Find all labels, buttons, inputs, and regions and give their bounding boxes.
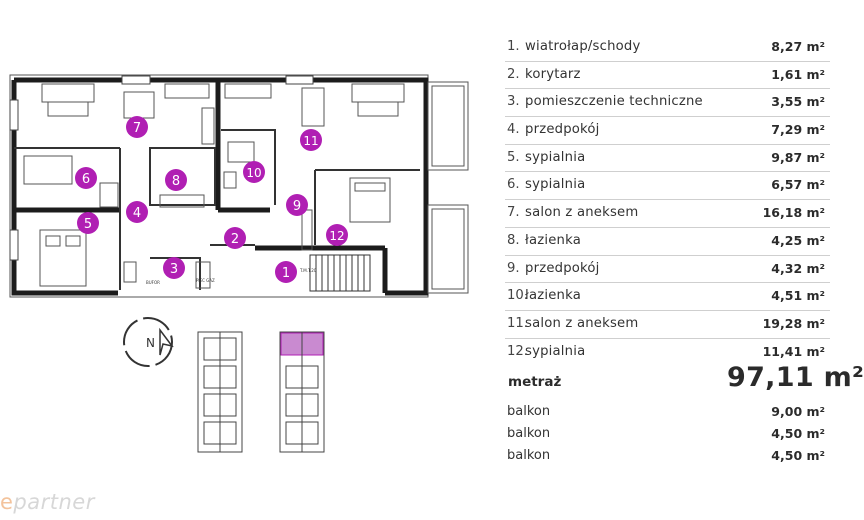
room-row: 6. sypialnia 6,57 m² — [505, 172, 830, 201]
room-area: 1,61 m² — [771, 66, 825, 82]
room-area: 9,87 m² — [771, 149, 825, 165]
room-num: 1. — [507, 39, 520, 54]
total-area-label: metraż — [508, 374, 562, 390]
room-marker-2: 2 — [224, 227, 246, 249]
room-marker-4: 4 — [126, 201, 148, 223]
room-num: 9. — [507, 260, 520, 276]
room-row: 1. wiatrołap/schody 8,27 m² — [505, 34, 830, 62]
tech-label-right: PIEC GAZ — [196, 278, 215, 283]
balcony-row: balkon 4,50 m² — [505, 423, 830, 445]
room-area-table: 1. wiatrołap/schody 8,27 m² 2. korytarz 1,61… — [505, 34, 830, 365]
svg-text:12: 12 — [329, 229, 344, 243]
room-num: 8. — [507, 232, 520, 248]
total-area-value: 97,11 m² — [727, 362, 864, 393]
balcony-name: balkon — [507, 404, 551, 419]
room-num: 7. — [507, 205, 520, 221]
svg-text:11: 11 — [303, 134, 318, 148]
room-num: 4. — [507, 122, 520, 138]
room-num: 12. — [507, 343, 528, 359]
svg-text:9: 9 — [293, 199, 301, 214]
room-row: 8. łazienka 4,25 m² — [505, 228, 830, 256]
room-marker-6: 6 — [75, 167, 97, 189]
room-name: pomieszczenie techniczne — [525, 94, 703, 110]
room-num: 3. — [507, 94, 520, 110]
room-name: sypialnia — [525, 343, 586, 359]
svg-text:N: N — [146, 336, 155, 350]
svg-text:2: 2 — [231, 232, 239, 247]
room-row: 5. sypialnia 9,87 m² — [505, 145, 830, 173]
room-area: 4,51 m² — [771, 288, 825, 304]
room-name: korytarz — [525, 66, 581, 82]
svg-text:3: 3 — [170, 262, 178, 277]
room-name: salon z aneksem — [525, 205, 639, 221]
room-num: 5. — [507, 149, 520, 165]
company-logo: epartner — [0, 490, 95, 514]
room-row: 2. korytarz 1,61 m² — [505, 62, 830, 90]
room-marker-10: 10 — [243, 161, 265, 183]
room-num: 11. — [507, 315, 528, 331]
room-area: 6,57 m² — [771, 177, 825, 193]
room-row: 12.sypialnia 11,41 m² — [505, 339, 830, 366]
room-area: 4,32 m² — [771, 260, 825, 276]
balcony-area: 4,50 m² — [771, 426, 825, 441]
building-key-plan-left — [197, 331, 243, 453]
room-marker-5: 5 — [77, 212, 99, 234]
tech-label-left: BUFOR — [146, 280, 160, 285]
svg-text:1: 1 — [282, 266, 290, 281]
room-marker-11: 11 — [300, 129, 322, 151]
stairs-label: T.M.T.20 — [299, 268, 317, 273]
room-num: 6. — [507, 177, 520, 193]
room-marker-12: 12 — [326, 224, 348, 246]
room-area: 16,18 m² — [762, 205, 825, 221]
building-key-plan-right — [279, 331, 325, 453]
room-num: 2. — [507, 66, 520, 82]
total-area: metraż 97,11 m² — [505, 362, 864, 398]
balcony-name: balkon — [507, 426, 551, 441]
balcony-area: 4,50 m² — [771, 448, 825, 463]
svg-text:6: 6 — [82, 172, 90, 187]
room-marker-1: 1 — [275, 261, 297, 283]
room-num: 10. — [507, 288, 528, 304]
room-row: 4. przedpokój 7,29 m² — [505, 117, 830, 145]
svg-text:4: 4 — [133, 206, 141, 221]
room-name: przedpokój — [525, 122, 600, 138]
room-row: 11.salon z aneksem 19,28 m² — [505, 311, 830, 339]
room-area: 3,55 m² — [771, 94, 825, 110]
logo-mark: e — [0, 490, 14, 514]
room-area: 19,28 m² — [762, 315, 825, 331]
svg-text:8: 8 — [172, 174, 180, 189]
room-name: łazienka — [525, 232, 581, 248]
room-name: sypialnia — [525, 149, 586, 165]
svg-text:5: 5 — [84, 217, 92, 232]
room-name: salon z aneksem — [525, 315, 639, 331]
room-marker-7: 7 — [126, 116, 148, 138]
room-area: 11,41 m² — [762, 343, 825, 359]
room-area: 4,25 m² — [771, 232, 825, 248]
room-marker-3: 3 — [163, 257, 185, 279]
room-row: 7. salon z aneksem 16,18 m² — [505, 200, 830, 228]
room-marker-9: 9 — [286, 194, 308, 216]
room-name: przedpokój — [525, 260, 600, 276]
room-row: 3. pomieszczenie techniczne 3,55 m² — [505, 89, 830, 118]
room-row: 10.łazienka 4,51 m² — [505, 283, 830, 311]
floor-plan: BUFOR PIEC GAZ T.M.T.20 1 2 3 4 5 6 7 8 … — [9, 74, 469, 453]
svg-text:7: 7 — [133, 121, 141, 136]
room-area: 8,27 m² — [771, 39, 825, 54]
compass-icon: N — [123, 317, 174, 367]
room-name: wiatrołap/schody — [525, 39, 641, 54]
room-name: łazienka — [525, 288, 581, 304]
balcony-name: balkon — [507, 448, 551, 463]
balcony-area: 9,00 m² — [771, 404, 825, 419]
balcony-row: balkon 9,00 m² — [505, 401, 830, 423]
room-area: 7,29 m² — [771, 122, 825, 138]
logo-text: partner — [13, 490, 95, 514]
room-row: 9. przedpokój 4,32 m² — [505, 256, 830, 284]
room-name: sypialnia — [525, 177, 586, 193]
room-marker-8: 8 — [165, 169, 187, 191]
balcony-row: balkon 4,50 m² — [505, 445, 830, 467]
svg-text:10: 10 — [246, 166, 261, 180]
